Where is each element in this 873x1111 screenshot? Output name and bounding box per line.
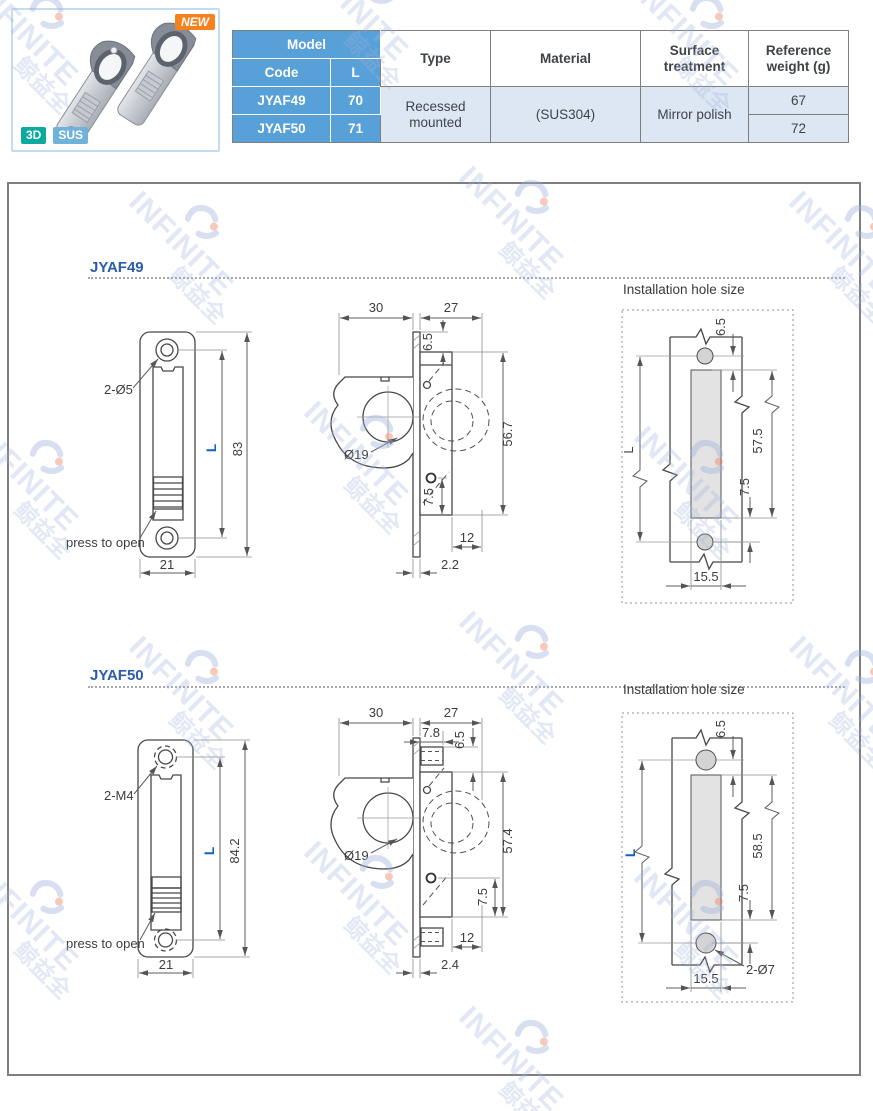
dim-27-label: 27 [444, 300, 458, 315]
watermark-cjk: 鲸益全 [494, 1076, 562, 1111]
jyaf49-front-view: 2-Ø5 L 83 21 press to open [66, 331, 252, 578]
dim-width-label: 21 [160, 557, 174, 572]
weight-cell: 72 [748, 114, 849, 143]
l-cell: 70 [330, 86, 381, 115]
type-cell: Recessed mounted [380, 86, 491, 143]
dim-overall-label: 84.2 [227, 838, 242, 863]
infinite-logo-icon [370, 0, 395, 4]
section-title-jyaf49: JYAF49 [90, 259, 144, 276]
l-cell: 71 [330, 114, 381, 143]
dim-slot-width-label: 15.5 [693, 971, 718, 986]
weight-cell: 67 [748, 86, 849, 115]
dim-27-label: 27 [444, 705, 458, 720]
code-cell: JYAF50 [232, 114, 331, 143]
dim-l-label: L [202, 847, 217, 855]
jyaf50-front-view: 2-M4 L 84.2 21 press to open [66, 739, 250, 978]
dim-overall-label: 83 [230, 442, 245, 456]
dim-width-label: 21 [159, 957, 173, 972]
dim-30-label: 30 [369, 300, 383, 315]
dim-l-label: L [623, 849, 638, 857]
dim-6-5-label: 6.5 [713, 720, 728, 738]
install-hole-title: Installation hole size [623, 682, 745, 697]
product-photo [56, 22, 197, 144]
table-row: JYAF50 71 72 [232, 114, 849, 143]
jyaf49-side-view: 30 27 6.5 Ø19 56.7 7.5 12 2.2 [330, 300, 515, 578]
table-row: JYAF49 70 Recessed mounted (SUS304) Mirr… [232, 86, 849, 143]
dim-7-5-label: 7.5 [736, 884, 751, 902]
spec-table: Model Type Material Surface treatment Re… [232, 30, 849, 143]
surface-cell: Mirror polish [640, 86, 749, 143]
material-header: Material [490, 30, 641, 87]
dim-6-5-label: 6.5 [713, 318, 728, 336]
press-to-open-label: press to open [66, 936, 145, 951]
dim-body-height-label: 56.7 [500, 421, 515, 446]
dim-l-label: L [621, 446, 636, 453]
dim-bore-label: Ø19 [344, 447, 369, 462]
surface-header: Surface treatment [640, 30, 749, 87]
weight-header: Reference weight (g) [748, 30, 849, 87]
dim-7-5-label: 7.5 [421, 488, 436, 506]
jyaf50-side-view: 30 27 7.8 6.5 Ø19 57.4 7.5 12 2.4 [330, 705, 515, 978]
dim-6-5-label: 6.5 [452, 731, 467, 749]
latch-photo-left [56, 40, 136, 144]
type-header: Type [380, 30, 491, 87]
l-header: L [330, 58, 381, 87]
code-header: Code [232, 58, 331, 87]
dim-body-height-label: 57.4 [500, 828, 515, 853]
dim-bore-label: Ø19 [344, 848, 369, 863]
install-hole-title: Installation hole size [623, 282, 745, 297]
jyaf49-drawings: 2-Ø5 L 83 21 press to open [66, 300, 794, 604]
dim-12-label: 12 [460, 530, 474, 545]
jyaf50-install-view: 6.5 L 58.5 7.5 15.5 2-Ø7 [621, 712, 794, 1003]
material-cell: (SUS304) [490, 86, 641, 143]
dim-boss-width-label: 7.8 [422, 725, 440, 740]
section-title-jyaf50: JYAF50 [90, 667, 144, 684]
jyaf50-drawings: 2-M4 L 84.2 21 press to open [66, 705, 794, 1003]
dotted-divider [88, 686, 845, 688]
product-image-card: NEW 3D SUS [11, 8, 220, 152]
dim-hole-label: 2-Ø7 [746, 962, 775, 977]
tag-row: 3D SUS [21, 127, 89, 144]
tag-3d: 3D [21, 127, 47, 144]
dim-hole-label: 2-M4 [104, 788, 134, 803]
press-to-open-label: press to open [66, 535, 145, 550]
dim-30-label: 30 [369, 705, 383, 720]
dim-slot-height-label: 58.5 [750, 833, 765, 858]
new-badge: NEW [175, 14, 215, 30]
drawing-panel [7, 182, 861, 1076]
dim-12-label: 12 [460, 930, 474, 945]
dim-hole-label: 2-Ø5 [104, 382, 133, 397]
jyaf49-install-view: 6.5 L 57.5 7.5 15.5 [621, 309, 794, 604]
dim-slot-height-label: 57.5 [750, 428, 765, 453]
dim-l-label: L [204, 444, 219, 452]
code-cell: JYAF49 [232, 86, 331, 115]
dim-6-5-label: 6.5 [420, 333, 435, 351]
tag-sus: SUS [53, 127, 89, 144]
dim-7-5-label: 7.5 [475, 888, 490, 906]
dim-thickness-label: 2.4 [441, 957, 459, 972]
latch-photo-right [117, 22, 197, 126]
dim-thickness-label: 2.2 [441, 557, 459, 572]
dim-7-5-label: 7.5 [737, 478, 752, 496]
model-header: Model [232, 30, 381, 59]
dim-slot-width-label: 15.5 [693, 569, 718, 584]
dotted-divider [88, 277, 845, 279]
